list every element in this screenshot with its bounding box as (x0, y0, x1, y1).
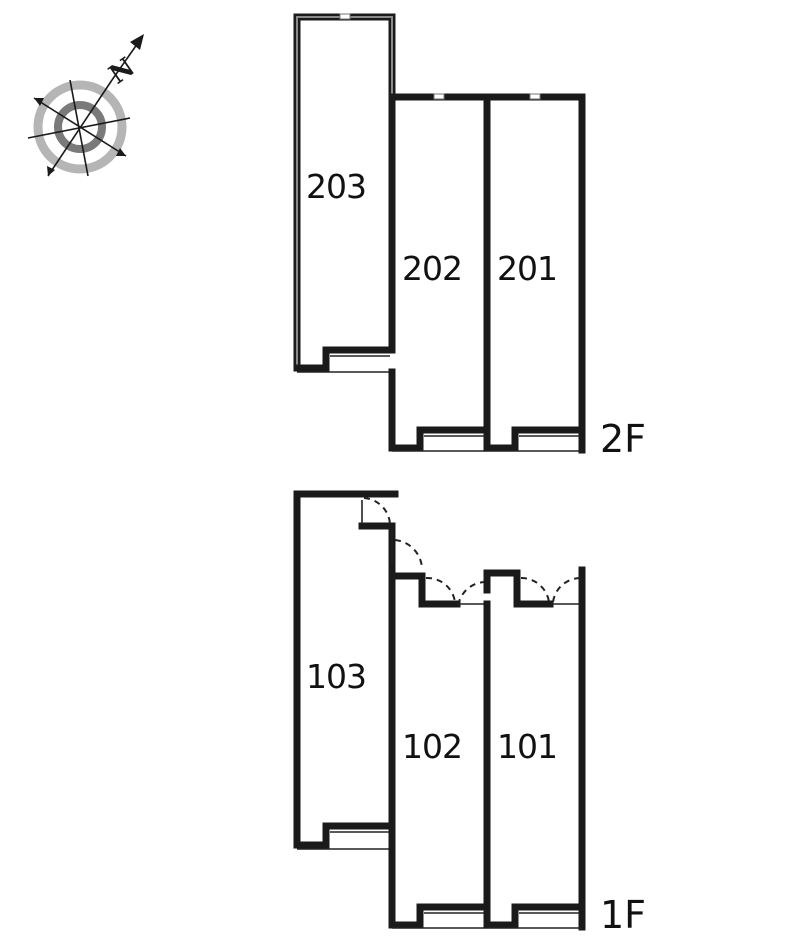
north-arrow-icon (130, 34, 144, 50)
vent-icon (339, 13, 351, 20)
unit-label: 101 (497, 727, 557, 766)
unit-label: 103 (306, 657, 366, 696)
unit-201 (483, 93, 586, 454)
unit-102 (388, 562, 491, 929)
floor-label-2f: 2F (600, 417, 646, 461)
compass-outer-ring (33, 80, 127, 174)
unit-label: 201 (497, 249, 557, 288)
door-swing (458, 580, 487, 603)
door-swing (363, 497, 391, 525)
floor-label-1f: 1F (600, 893, 646, 937)
unit-label: 102 (402, 727, 462, 766)
compass: N (27, 34, 144, 177)
unit-202 (388, 93, 491, 452)
vent-icon (433, 93, 445, 100)
floor-1f: 103 102 101 1F (293, 490, 646, 937)
door-swing (425, 576, 456, 603)
unit-label: 203 (306, 167, 366, 206)
floor-2f: 203 202 201 2F (293, 13, 646, 461)
unit-101 (483, 566, 586, 931)
door-swing (520, 576, 550, 603)
unit-label: 202 (402, 249, 462, 288)
vent-icon (529, 93, 541, 100)
unit-103 (293, 490, 423, 850)
door-swing (394, 539, 423, 569)
compass-inner-ring (54, 101, 106, 153)
door-swing (552, 577, 581, 603)
